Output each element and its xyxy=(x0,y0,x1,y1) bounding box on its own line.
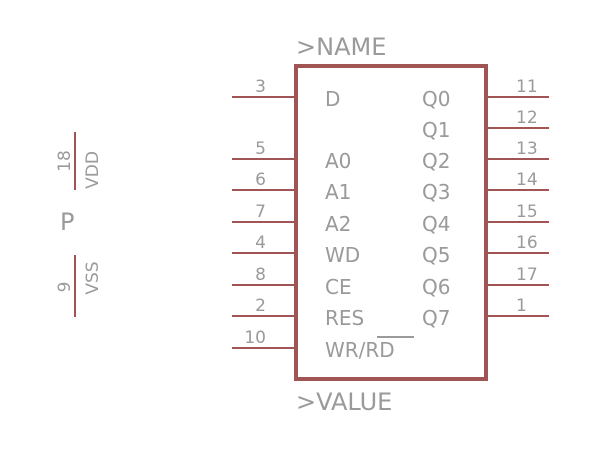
right-pin-q0: 11 Q0 xyxy=(422,77,549,111)
pin-name: Q5 xyxy=(422,243,450,267)
right-pin-q1: 12 Q1 xyxy=(422,108,549,142)
pin-name: D xyxy=(325,87,340,111)
pin-number: 14 xyxy=(516,170,538,190)
pin-name: Q6 xyxy=(422,275,450,299)
pin-name: A2 xyxy=(325,212,351,236)
pin-number: 11 xyxy=(516,77,538,97)
pin-name: VDD xyxy=(83,151,103,189)
pin-name: CE xyxy=(325,275,352,299)
power-symbol-label: P xyxy=(60,208,74,236)
pin-name: Q0 xyxy=(422,87,450,111)
right-pin-q3: 14 Q3 xyxy=(422,170,549,204)
pin-number: 15 xyxy=(516,202,538,222)
pin-name: A1 xyxy=(325,180,351,204)
right-pin-q4: 15 Q4 xyxy=(422,202,549,236)
power-pin-vdd: 18 VDD xyxy=(55,132,103,190)
pin-name: Q1 xyxy=(422,118,450,142)
left-pins: 3 D 5 A0 6 A1 7 A2 4 WD 8 CE xyxy=(232,77,414,362)
pin-name: WR/RD xyxy=(325,338,395,362)
power-symbol: P 18 VDD 9 VSS xyxy=(55,132,103,317)
pin-number: 4 xyxy=(255,233,266,253)
power-pin-vss: 9 VSS xyxy=(55,255,103,317)
pin-name: Q3 xyxy=(422,180,450,204)
right-pin-q2: 13 Q2 xyxy=(422,139,549,173)
pin-number: 17 xyxy=(516,265,538,285)
pin-name: Q7 xyxy=(422,306,450,330)
left-pin-res: 2 RES xyxy=(232,296,364,330)
part-name-label: >NAME xyxy=(296,33,386,61)
pin-number: 2 xyxy=(255,296,266,316)
right-pin-q6: 17 Q6 xyxy=(422,265,549,299)
right-pins: 11 Q0 12 Q1 13 Q2 14 Q3 15 Q4 16 Q5 xyxy=(422,77,549,330)
pin-number: 12 xyxy=(516,108,538,128)
left-pin-wd: 4 WD xyxy=(232,233,360,267)
left-pin-a1: 6 A1 xyxy=(232,170,351,204)
left-pin-a2: 7 A2 xyxy=(232,202,351,236)
pin-name: Q4 xyxy=(422,212,450,236)
pin-number: 6 xyxy=(255,170,266,190)
pin-name: RES xyxy=(325,306,364,330)
part-value-label: >VALUE xyxy=(296,388,392,416)
pin-number: 16 xyxy=(516,233,538,253)
left-pin-d: 3 D xyxy=(232,77,340,111)
pin-number: 7 xyxy=(255,202,266,222)
pin-number: 8 xyxy=(255,265,266,285)
left-pin-a0: 5 A0 xyxy=(232,139,351,173)
right-pin-q7: 1 Q7 xyxy=(422,296,549,330)
pin-number: 1 xyxy=(516,296,527,316)
pin-number: 18 xyxy=(55,150,75,172)
left-pin-wr-rd: 10 WR/RD xyxy=(232,328,414,362)
pin-number: 9 xyxy=(55,282,75,293)
pin-number: 13 xyxy=(516,139,538,159)
right-pin-q5: 16 Q5 xyxy=(422,233,549,267)
left-pin-ce: 8 CE xyxy=(232,265,352,299)
pin-name: Q2 xyxy=(422,149,450,173)
pin-name: A0 xyxy=(325,149,351,173)
pin-number: 3 xyxy=(255,77,266,97)
pin-number: 5 xyxy=(255,139,266,159)
pin-name: VSS xyxy=(83,261,103,294)
pin-number: 10 xyxy=(244,328,266,348)
pin-name: WD xyxy=(325,243,360,267)
